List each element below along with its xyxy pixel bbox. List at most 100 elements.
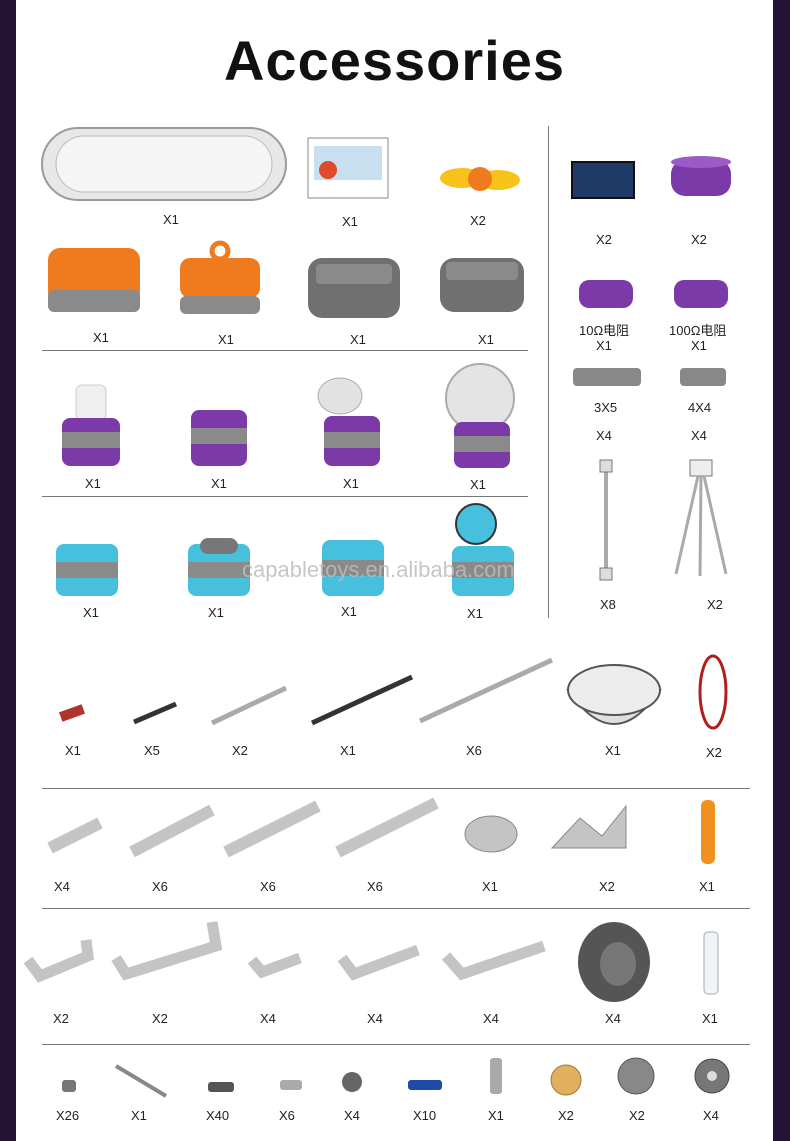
bent-bracket-icon — [550, 804, 627, 849]
cyan-knob-module-icon — [322, 540, 384, 596]
qty-label: X6 — [367, 879, 383, 894]
wire-icon — [599, 459, 613, 581]
bushing-icon — [62, 1080, 76, 1092]
qty-label: X2 — [232, 743, 248, 758]
qty-label: X4 — [367, 1011, 383, 1026]
qty-label: X2 — [53, 1011, 69, 1026]
l-beam-short-icon — [247, 952, 302, 979]
qty-label: X2 — [152, 1011, 168, 1026]
qty-label: X2 — [706, 745, 722, 760]
grey-port-module-icon — [440, 258, 524, 312]
cyan-speaker-module-icon — [188, 538, 250, 596]
qty-label: X1 — [85, 476, 101, 491]
red-connector-icon — [59, 704, 85, 722]
qty-label: X5 — [144, 743, 160, 758]
qty-label: X6 — [260, 879, 276, 894]
qty-label: X4 — [596, 428, 612, 443]
pin-4x4-icon — [680, 368, 726, 386]
qty-label: X1 — [702, 1011, 718, 1026]
qty-label: X1 — [605, 743, 621, 758]
qty-label: X1 — [163, 212, 179, 227]
dish-icon — [566, 664, 662, 725]
angle-connector-icon — [490, 1058, 502, 1094]
qty-label: X4 — [703, 1108, 719, 1123]
row-divider — [42, 1044, 750, 1045]
resistor-100-icon — [674, 280, 728, 308]
qty-label: X1 — [482, 879, 498, 894]
pulley-wheel-icon — [694, 1058, 730, 1094]
u-beam-large-icon — [111, 921, 223, 981]
qty-label: X2 — [629, 1108, 645, 1123]
extra-long-axle-icon — [418, 657, 554, 724]
l-beam-medium-icon — [337, 944, 420, 981]
cyan-button-module-icon — [56, 544, 118, 596]
short-axle-icon — [133, 701, 177, 725]
row-divider — [42, 908, 750, 909]
cyan-robot-head-module-icon — [452, 503, 514, 596]
crown-gear-icon — [550, 1064, 582, 1096]
qty-label: X4 — [54, 879, 70, 894]
rubber-band-icon — [698, 654, 728, 730]
tire-icon — [578, 922, 650, 1002]
beam-extra-long-icon — [335, 797, 439, 858]
orange-switch-module-icon — [48, 248, 140, 312]
qty-label: X1 — [691, 338, 707, 353]
qty-label: X8 — [600, 597, 616, 612]
orange-battery-module-icon — [180, 240, 260, 314]
qty-label: X2 — [596, 232, 612, 247]
qty-label: X1 — [93, 330, 109, 345]
l-beam-long-icon — [441, 940, 546, 981]
qty-label: X1 — [65, 743, 81, 758]
qty-label: X4 — [344, 1108, 360, 1123]
propeller-icon — [440, 167, 520, 191]
qty-label: X26 — [56, 1108, 80, 1123]
solar-panel-icon — [571, 161, 635, 199]
blue-long-pin-icon — [408, 1080, 442, 1090]
purple-light-module-icon — [62, 384, 120, 466]
part-name-label: 4X4 — [688, 400, 712, 415]
qty-label: X1 — [211, 476, 227, 491]
qty-label: X4 — [691, 428, 707, 443]
qty-label: X2 — [470, 213, 486, 228]
row-divider — [42, 788, 750, 789]
qty-label: X1 — [131, 1108, 147, 1123]
screwdriver-icon — [701, 800, 715, 864]
round-hub-icon — [464, 815, 518, 853]
qty-label: X1 — [343, 476, 359, 491]
axle-pin-icon — [280, 1080, 302, 1090]
pin-3x5-icon — [573, 368, 641, 386]
led-matrix-board-icon — [41, 127, 287, 201]
row-divider — [42, 350, 528, 351]
qty-label: X6 — [152, 879, 168, 894]
qty-label: X4 — [260, 1011, 276, 1026]
purple-cap-icon — [671, 156, 731, 196]
qty-label: X1 — [699, 879, 715, 894]
beam-medium-icon — [129, 804, 215, 858]
three-way-wire-icon — [674, 459, 728, 577]
purple-motor-fan-module-icon — [445, 363, 515, 468]
friction-pin-icon — [208, 1082, 234, 1092]
qty-label: X4 — [605, 1011, 621, 1026]
watermark: capabletoys.en.alibaba.com — [242, 557, 515, 582]
medium-axle-icon — [210, 685, 288, 726]
qty-label: X1 — [218, 332, 234, 347]
qty-label: X1 — [342, 214, 358, 229]
part-name-label: 3X5 — [594, 400, 618, 415]
qty-label: X1 — [83, 605, 99, 620]
qty-label: X40 — [206, 1108, 230, 1123]
part-name-label: 10Ω电阻 — [579, 323, 630, 338]
qty-label: X1 — [596, 338, 612, 353]
qty-label: X1 — [341, 604, 357, 619]
row-divider — [42, 496, 528, 497]
pin-tool-icon — [114, 1064, 168, 1098]
purple-fan-module-icon — [317, 377, 380, 466]
qty-label: X2 — [707, 597, 723, 612]
qty-label: X1 — [478, 332, 494, 347]
u-beam-small-icon — [23, 939, 94, 983]
long-axle-icon — [310, 674, 414, 726]
purple-sensor-module-icon — [191, 410, 247, 466]
parts-illustrations — [23, 127, 731, 1098]
qty-label: X1 — [488, 1108, 504, 1123]
large-gear-icon — [617, 1057, 655, 1095]
page-title: Accessories — [223, 29, 565, 92]
